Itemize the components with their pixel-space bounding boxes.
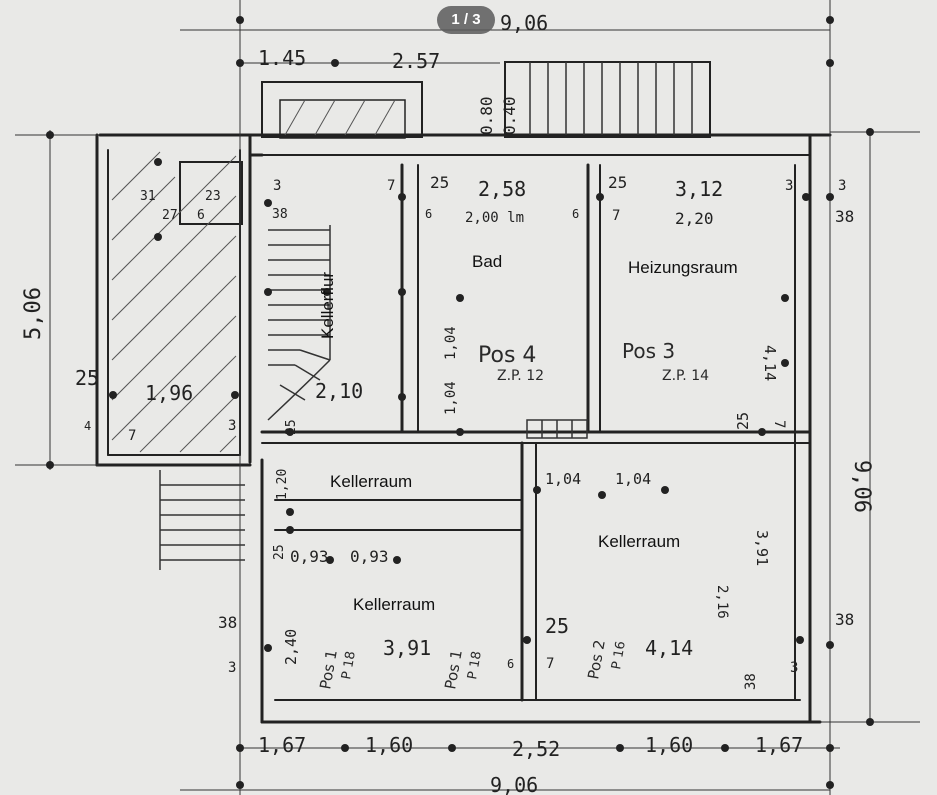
dim-38b: 38 [218, 613, 237, 632]
dim-38d: 38 [272, 207, 288, 222]
dim-bottom-4: 1,60 [645, 733, 693, 757]
dim-3f: 3 [790, 660, 798, 676]
dim-keller2-width: 3,91 [383, 636, 431, 660]
dim-3b: 3 [785, 178, 793, 194]
room-kellerraum-1: Kellerraum [330, 472, 413, 491]
dim-keller3-height: 3,91 [753, 530, 771, 566]
window-grid [526, 419, 588, 439]
dim-25b: 25 [430, 173, 449, 192]
dim-6: 6 [197, 208, 205, 223]
dim-heiz-width: 3,12 [675, 177, 723, 201]
dim-23: 23 [205, 189, 221, 204]
dim-3a: 3 [273, 178, 281, 194]
outer-stairs-left [159, 470, 245, 570]
dim-25f: 25 [734, 412, 752, 430]
room-heizungsraum: Heizungsraum [628, 258, 738, 277]
dim-6a: 6 [425, 207, 432, 221]
dim-6c: 6 [507, 657, 514, 671]
dim-keller3-width: 4,14 [645, 636, 693, 660]
dim-25c: 25 [608, 173, 627, 192]
room-bad: Bad [472, 252, 503, 271]
page-indicator[interactable]: 1 / 3 [437, 6, 495, 34]
pos-2-sub: P 16 [609, 640, 629, 671]
dim-keller1-a: 0,93 [290, 547, 329, 566]
dim-25e: 25 [284, 419, 299, 435]
dim-bottom-2: 1,60 [365, 733, 413, 757]
dim-flur-width: 2,10 [315, 379, 363, 403]
room-kellerraum-3: Kellerraum [353, 595, 436, 614]
dim-4: 4 [84, 419, 91, 433]
pos-3-sub: Z.P. 14 [662, 368, 709, 384]
dim-31: 31 [140, 189, 156, 204]
hatched-annex [111, 99, 396, 453]
dim-right-2: 2,16 [714, 585, 730, 619]
outer-stairs-top [529, 62, 693, 135]
dim-left-height: 5,06 [21, 287, 46, 340]
dim-25a: 25 [75, 366, 99, 390]
dim-6b: 6 [572, 207, 579, 221]
dim-top-2: 2.57 [392, 49, 440, 73]
dim-3d: 3 [228, 418, 236, 434]
dim-heiz-sub: 2,20 [675, 209, 714, 228]
room-kellerflur: Kellerflur [318, 271, 337, 339]
interior-stairs [267, 225, 331, 421]
dim-bad-width: 2,58 [478, 177, 526, 201]
dim-7c: 7 [128, 428, 136, 444]
pos-4-sub: Z.P. 12 [497, 368, 544, 384]
dim-total-right: 9,06 [849, 460, 874, 513]
dim-7a: 7 [387, 178, 395, 194]
dim-keller-height-2: 1,20 [275, 469, 290, 500]
dim-stair-2: 0.40 [500, 96, 519, 135]
dim-bottom-1: 1,67 [258, 733, 306, 757]
dim-vert-2: 1,04 [443, 381, 459, 415]
dim-stair-1: 0.80 [477, 96, 496, 135]
dim-mid-2: 1,04 [615, 470, 651, 488]
dim-27: 27 [162, 208, 178, 223]
pos-3: Pos 3 [622, 339, 675, 363]
dim-38e: 38 [743, 673, 759, 690]
dim-7b: 7 [612, 208, 620, 224]
room-kellerraum-2: Kellerraum [598, 532, 681, 551]
dim-bottom-5: 1,67 [755, 733, 803, 757]
dimension-lines [15, 0, 920, 795]
dim-top-1: 1.45 [258, 46, 306, 70]
pos-4: Pos 4 [478, 343, 536, 368]
dim-keller1-b: 0,93 [350, 547, 389, 566]
pos-5-sub: P 18 [465, 650, 485, 681]
dim-right-1: 4,14 [761, 345, 779, 381]
dim-bottom-3: 2,52 [512, 737, 560, 761]
dim-25g: 25 [272, 544, 287, 560]
rotated-dimensions: 5,06 9,06 0.80 0.40 1,04 1,04 4,14 2,16 … [21, 96, 874, 690]
dim-total-top: 9,06 [500, 11, 548, 35]
dim-mid-1: 1,04 [545, 470, 581, 488]
dim-38a: 38 [835, 207, 854, 226]
dim-7d: 7 [546, 656, 554, 672]
dim-bad-sub: 2,00 lm [465, 210, 524, 226]
dim-38c: 38 [835, 610, 854, 629]
dim-keller-height: 2,40 [282, 629, 300, 665]
dim-left-width: 1,96 [145, 381, 193, 405]
pos-2: Pos 2 [584, 638, 609, 680]
dim-3c: 3 [838, 178, 846, 194]
dim-vert-1: 1,04 [443, 326, 459, 360]
dim-25d: 25 [545, 614, 569, 638]
pos-1-sub: P 18 [339, 650, 359, 681]
dim-3e: 3 [228, 660, 236, 676]
dim-total-bottom: 9,06 [490, 773, 538, 795]
pos-1: Pos 1 [316, 648, 341, 690]
dim-7e: 7 [771, 420, 787, 428]
pos-5: Pos 1 [441, 648, 466, 690]
